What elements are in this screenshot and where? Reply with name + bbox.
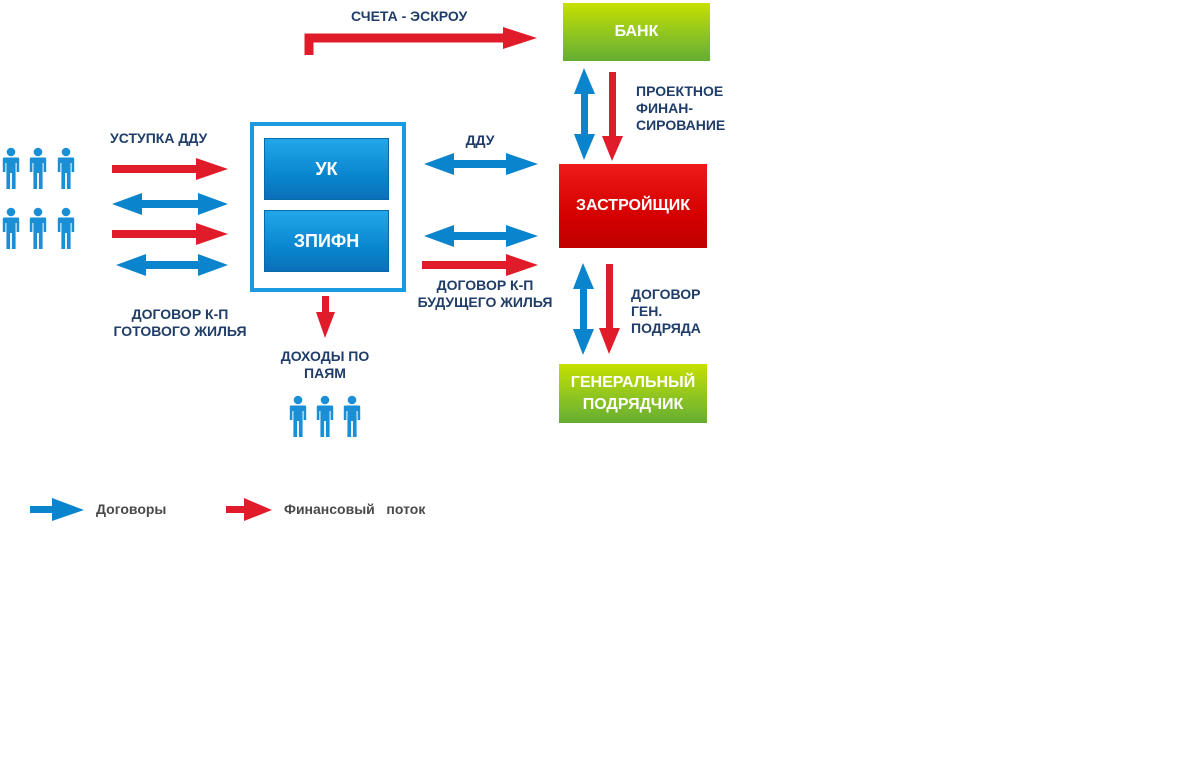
ready-housing-finance-arrow xyxy=(112,223,228,245)
unit-income-arrow xyxy=(316,296,335,338)
assignment-ddu-arrow xyxy=(112,158,228,180)
legend-finance-arrow-icon xyxy=(226,498,272,521)
person-icon xyxy=(57,207,75,249)
bank-developer-contract-arrow xyxy=(574,68,595,160)
future-housing-finance-arrow xyxy=(422,254,538,276)
management-company-box: УК xyxy=(264,138,389,200)
person-icon xyxy=(343,395,361,437)
legend-contract-arrow-icon xyxy=(30,498,84,521)
ddu-contract-arrow xyxy=(424,153,538,175)
person-icon xyxy=(2,207,20,249)
fund-label: ЗПИФН xyxy=(293,230,360,251)
bank-box: БАНК xyxy=(563,3,710,61)
project-finance-arrow xyxy=(602,72,623,161)
future-housing-contract-arrow xyxy=(424,225,538,247)
ready-housing-contract-arrow-2 xyxy=(116,254,228,276)
future-housing-label: ДОГОВОР К-П БУДУЩЕГО ЖИЛЬЯ xyxy=(417,277,553,310)
general-contractor-box: ГЕНЕРАЛЬНЫЙ ПОДРЯДЧИК xyxy=(559,364,707,423)
project-finance-label: ПРОЕКТНОЕ ФИНАН- СИРОВАНИЕ xyxy=(636,83,726,133)
fund-box: ЗПИФН xyxy=(264,210,389,272)
legend-finance-label: Финансовый поток xyxy=(284,501,426,517)
person-icon xyxy=(2,147,20,189)
person-icon xyxy=(289,395,307,437)
gen-contract-finance-arrow xyxy=(599,264,620,354)
ready-housing-contract-arrow-1 xyxy=(112,193,228,215)
assignment-label: УСТУПКА ДДУ xyxy=(110,130,208,146)
escrow-label: СЧЕТА - ЭСКРОУ xyxy=(351,8,468,24)
ready-housing-label: ДОГОВОР К-П ГОТОВОГО ЖИЛЬЯ xyxy=(113,306,247,339)
fund-frame xyxy=(250,122,406,292)
person-icon xyxy=(57,147,75,189)
general-contractor-label: ГЕНЕРАЛЬНЫЙ ПОДРЯДЧИК xyxy=(570,373,696,413)
unit-income-label: ДОХОДЫ ПО ПАЯМ xyxy=(280,348,370,381)
management-company-label: УК xyxy=(315,158,338,179)
person-icon xyxy=(29,207,47,249)
escrow-arrow-head xyxy=(503,27,537,49)
person-icon xyxy=(316,395,334,437)
ddu-label: ДДУ xyxy=(465,132,495,148)
gen-contract-label: ДОГОВОР ГЕН. ПОДРЯДА xyxy=(631,286,701,336)
developer-contractor-contract-arrow xyxy=(573,263,594,355)
developer-box: ЗАСТРОЙЩИК xyxy=(559,164,707,248)
person-icon xyxy=(29,147,47,189)
developer-label: ЗАСТРОЙЩИК xyxy=(575,197,691,214)
legend-contracts-label: Договоры xyxy=(96,501,167,517)
escrow-arrow xyxy=(304,33,505,55)
bank-label: БАНК xyxy=(614,23,659,40)
